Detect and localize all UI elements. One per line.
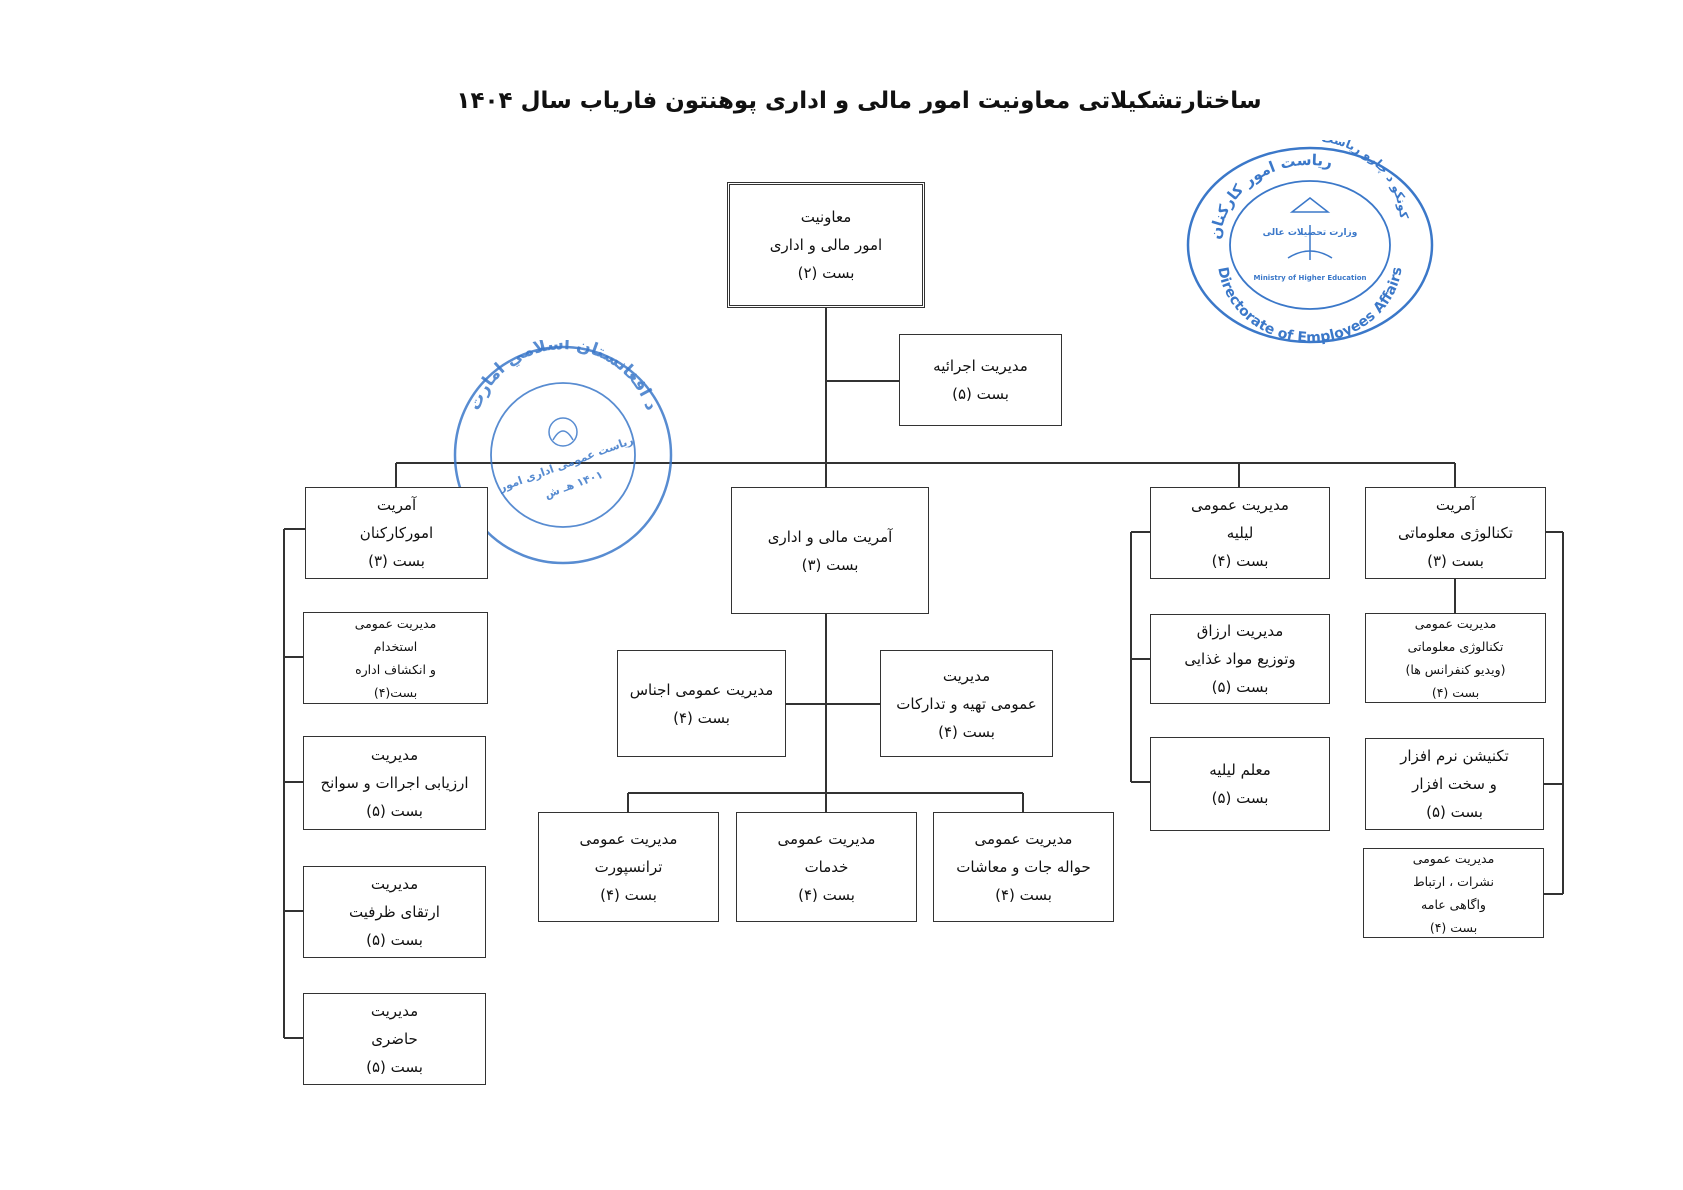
box-line: امور مالی و اداری (769, 236, 883, 254)
box-line: آمریت (1435, 496, 1476, 514)
box-line: بست (۵) (1211, 789, 1269, 807)
hr-capacity-box: مدیریت ارتقای ظرفیت بست (۵) (303, 866, 486, 958)
box-line: (ویدیو کنفرانس ها) (1405, 662, 1506, 677)
box-line: بست (۵) (366, 802, 423, 820)
executive-management-box: مدیریت اجرائیه بست (۵) (899, 334, 1062, 426)
box-line: مدیریت عمومی (1414, 616, 1497, 631)
box-line: ارزیابی اجراات و سوانح (320, 774, 469, 792)
box-line: مدیریت عمومی (777, 830, 876, 848)
box-line: بست (۵) (366, 1058, 423, 1076)
box-line: بست (۴) (798, 886, 855, 904)
transport-management-box: مدیریت عمومی ترانسپورت بست (۴) (538, 812, 719, 922)
box-line: امورکارکنان (359, 524, 434, 542)
box-line: بست (۵) (366, 931, 423, 949)
box-line: آمریت مالی و اداری (767, 527, 893, 546)
it-general-management-box: مدیریت عمومی تکنالوژی معلوماتی (ویدیو کن… (1365, 613, 1546, 703)
page-title: ساختارتشکیلاتی معاونیت امور مالی و اداری… (456, 88, 1262, 114)
box-line: حاضری (371, 1030, 418, 1048)
deputy-finance-admin-box: معاونیت امور مالی و اداری بست (۲) (727, 182, 925, 308)
box-line: تکنالوژی معلوماتی (1407, 639, 1504, 654)
box-line: بست (۳) (368, 552, 425, 570)
dormitory-teacher-box: معلم لیلیه بست (۵) (1150, 737, 1330, 831)
goods-management-box: مدیریت عمومی اجناس بست (۴) (617, 650, 786, 757)
box-line: بست (۵) (1426, 803, 1483, 821)
box-line: و انکشاف اداره (355, 662, 436, 677)
hr-recruitment-box: مدیریت عمومی استخدام و انکشاف اداره بست(… (303, 612, 488, 704)
box-line: مدیریت عمومی اجناس (629, 680, 774, 699)
box-line: آمریت (376, 496, 417, 514)
services-management-box: مدیریت عمومی خدمات بست (۴) (736, 812, 917, 922)
box-line: بست (۴) (1431, 685, 1480, 700)
box-line: مدیریت (370, 746, 419, 764)
box-line: بست(۴) (373, 685, 418, 700)
box-line: حواله جات و معاشات (956, 858, 1091, 876)
emirate-stamp: د افغانستان اسلامي امارت ریاست عمومی ادا… (453, 340, 673, 565)
svg-text:Ministry of Higher Education: Ministry of Higher Education (1253, 274, 1366, 282)
hardware-software-technician-box: تکنیشن نرم افزار و سخت افزار بست (۵) (1365, 738, 1544, 830)
employees-affairs-stamp: ریاست امور کارکنان د کارکونکو د چارو ریا… (1180, 140, 1434, 346)
box-line: نشرات ، ارتباط (1413, 874, 1494, 889)
box-line: واگاهی عامه (1421, 897, 1486, 912)
hr-evaluation-box: مدیریت ارزیابی اجراات و سوانح بست (۵) (303, 736, 486, 830)
hr-attendance-box: مدیریت حاضری بست (۵) (303, 993, 486, 1085)
box-line: عمومی تهیه و تدارکات (896, 694, 1037, 713)
box-line: بست (۳) (801, 555, 859, 574)
publications-communication-box: مدیریت عمومی نشرات ، ارتباط واگاهی عامه … (1363, 848, 1544, 938)
box-line: بست (۳) (1427, 552, 1484, 570)
box-line: مدیریت عمومی (354, 616, 437, 631)
box-line: تکنالوژی معلوماتی (1398, 524, 1513, 542)
box-line: بست (۴) (938, 722, 995, 741)
box-line: ترانسپورت (594, 858, 663, 876)
box-line: مدیریت (370, 875, 419, 893)
box-line: وتوزیع مواد غذایی (1184, 650, 1296, 668)
box-line: لیلیه (1226, 524, 1254, 542)
box-line: ارتقای ظرفیت (349, 903, 440, 921)
box-line: مدیریت اجرائیه (933, 357, 1028, 375)
box-line: مدیریت عمومی (579, 830, 678, 848)
box-line: بست (۲) (797, 264, 855, 282)
box-line: مدیریت عمومی (974, 830, 1073, 848)
box-line: بست (۴) (1211, 552, 1269, 570)
svg-text:د کارکونکو د چارو ریاست: د کارکونکو د چارو ریاست (1180, 140, 1411, 219)
box-line: خدمات (804, 858, 849, 876)
finance-admin-directorate-box: آمریت مالی و اداری بست (۳) (731, 487, 929, 614)
box-line: مدیریت (942, 666, 991, 685)
it-directorate-box: آمریت تکنالوژی معلوماتی بست (۳) (1365, 487, 1546, 579)
hr-directorate-box: آمریت امورکارکنان بست (۳) (305, 487, 488, 579)
svg-text:د افغانستان اسلامي امارت: د افغانستان اسلامي امارت (465, 340, 662, 413)
box-line: بست (۴) (995, 886, 1052, 904)
box-line: مدیریت عمومی (1191, 496, 1289, 514)
box-line: بست (۴) (1429, 920, 1478, 935)
box-line: تکنیشن نرم افزار (1400, 747, 1509, 765)
dormitory-management-box: مدیریت عمومی لیلیه بست (۴) (1150, 487, 1330, 579)
box-line: معلم لیلیه (1209, 761, 1271, 779)
box-line: بست (۵) (952, 385, 1009, 403)
box-line: مدیریت (370, 1002, 419, 1020)
box-line: معاونیت (800, 208, 852, 226)
box-line: بست (۴) (673, 708, 730, 727)
procurement-management-box: مدیریت عمومی تهیه و تدارکات بست (۴) (880, 650, 1053, 757)
food-distribution-box: مدیریت ارزاق وتوزیع مواد غذایی بست (۵) (1150, 614, 1330, 704)
box-line: استخدام (373, 639, 418, 654)
box-line: بست (۴) (600, 886, 657, 904)
box-line: و سخت افزار (1412, 775, 1497, 793)
box-line: مدیریت عمومی (1412, 851, 1495, 866)
box-line: مدیریت ارزاق (1196, 622, 1284, 640)
salaries-management-box: مدیریت عمومی حواله جات و معاشات بست (۴) (933, 812, 1114, 922)
box-line: بست (۵) (1211, 678, 1269, 696)
